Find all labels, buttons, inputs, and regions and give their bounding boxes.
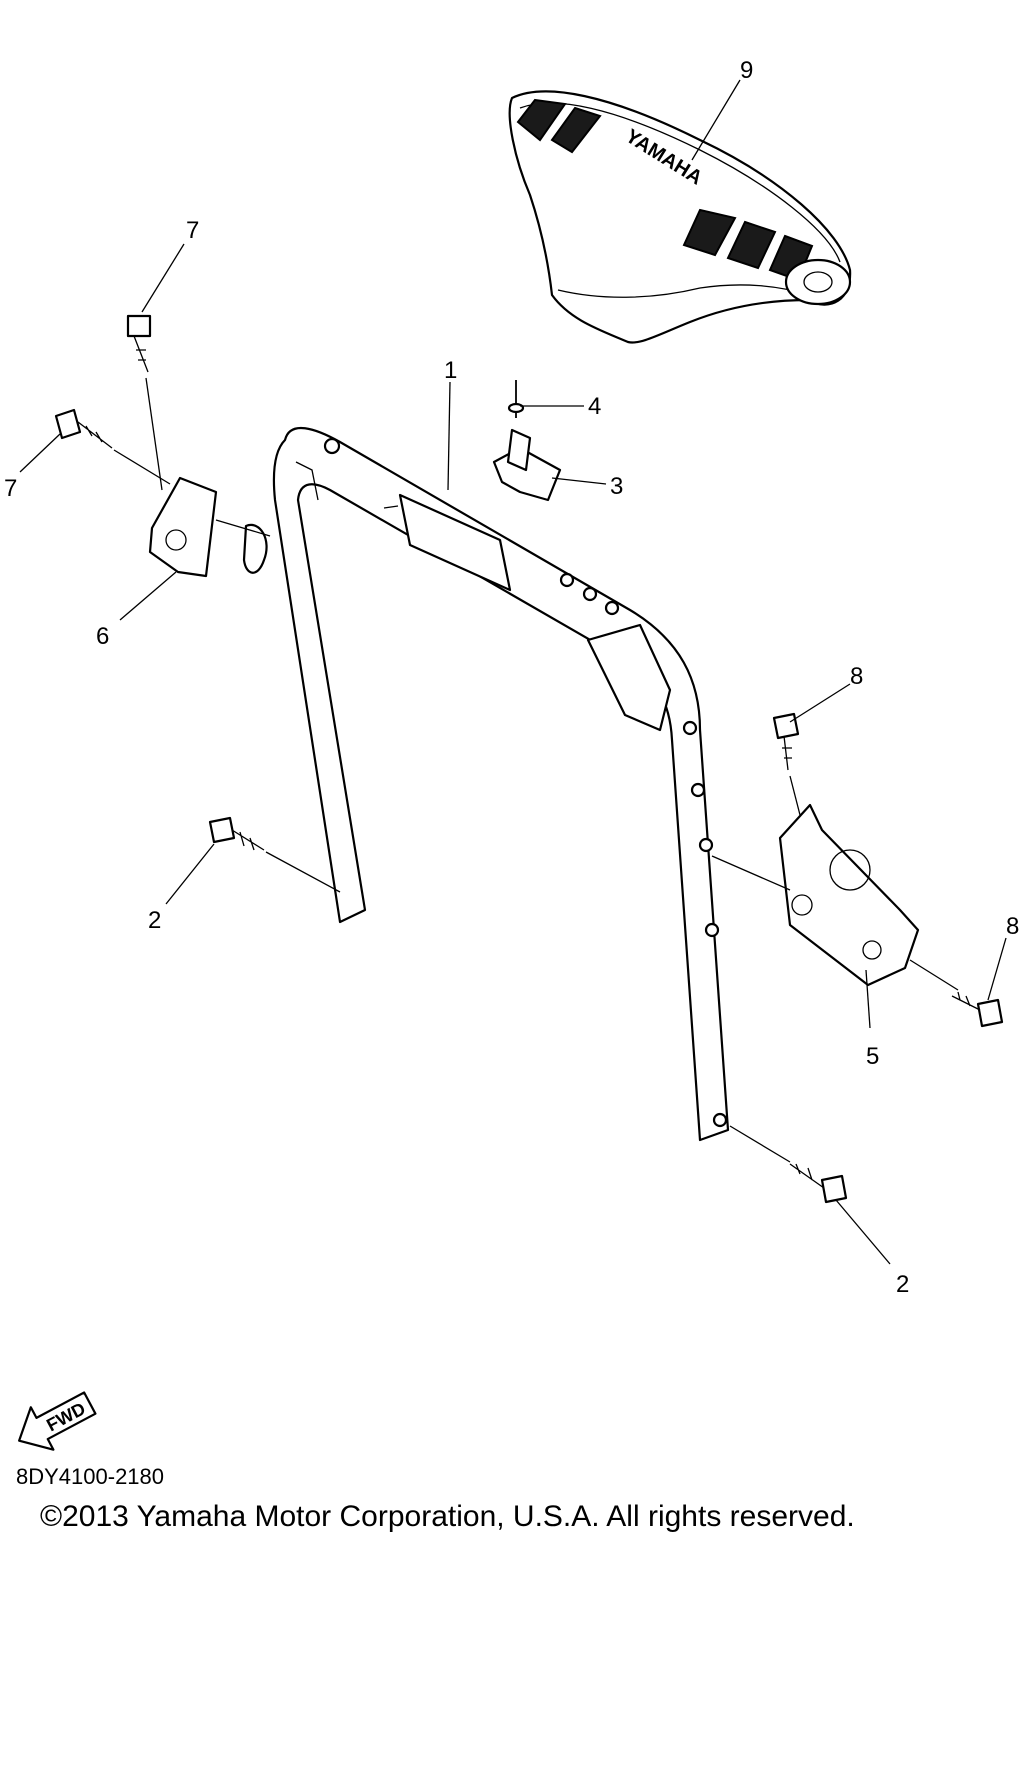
seat-pad: YAMAHA bbox=[508, 90, 852, 344]
assembly-lines bbox=[113, 377, 959, 1163]
callout-2-right: 2 bbox=[896, 1271, 909, 1298]
bolt-7-left bbox=[54, 408, 113, 449]
diagram-code: 8DY4100-2180 bbox=[16, 1464, 165, 1489]
bolt-8-top bbox=[772, 712, 800, 771]
callout-8-top: 8 bbox=[850, 663, 863, 690]
callout-1: 1 bbox=[444, 357, 457, 384]
bolt-2-right bbox=[789, 1163, 848, 1204]
callout-7-left: 7 bbox=[4, 475, 17, 502]
right-bracket bbox=[778, 803, 920, 987]
clip bbox=[492, 428, 562, 502]
callout-6: 6 bbox=[96, 623, 109, 650]
callout-4: 4 bbox=[588, 393, 601, 420]
callout-7-top: 7 bbox=[186, 217, 199, 244]
bolt-2-left bbox=[208, 816, 265, 851]
callout-9: 9 bbox=[740, 57, 753, 84]
fwd-arrow-icon: FWD bbox=[18, 1391, 97, 1451]
callout-2-left: 2 bbox=[148, 907, 161, 934]
handle-pole bbox=[272, 426, 730, 1142]
callouts: 9 7 7 1 4 3 6 8 8 5 2 2 bbox=[4, 57, 1019, 1298]
bolt-8-right bbox=[951, 991, 1004, 1028]
callout-8-right: 8 bbox=[1006, 913, 1019, 940]
left-bracket bbox=[148, 476, 268, 578]
callout-5: 5 bbox=[866, 1043, 879, 1070]
callout-3: 3 bbox=[610, 473, 623, 500]
copyright-notice: ©2013 Yamaha Motor Corporation, U.S.A. A… bbox=[40, 1500, 855, 1533]
rivet bbox=[507, 380, 525, 418]
bolt-7-top bbox=[126, 314, 152, 373]
